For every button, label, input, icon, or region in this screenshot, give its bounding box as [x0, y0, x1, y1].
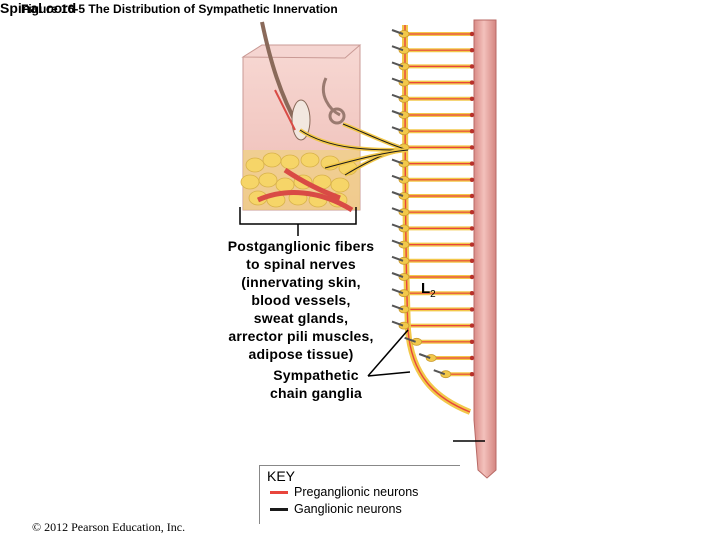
level-number: 2: [430, 289, 436, 300]
gray-ramus: [391, 255, 404, 262]
fat-cell: [300, 152, 320, 168]
chain-ganglion: [398, 289, 410, 298]
ramus-dot: [469, 372, 475, 377]
key-item-preganglionic: Preganglionic neurons: [270, 485, 418, 499]
fat-cell: [280, 154, 300, 170]
key-item-ganglionic: Ganglionic neurons: [270, 502, 402, 516]
gray-ramus: [391, 126, 404, 133]
figure-title: Figure 16-5 The Distribution of Sympathe…: [21, 2, 338, 16]
tissue-bracket: [239, 207, 357, 236]
gray-ramus: [391, 158, 404, 165]
gray-ramus: [433, 369, 446, 376]
fat-cell: [262, 152, 282, 168]
ramus-dot: [469, 80, 475, 85]
ramus-dot: [469, 145, 475, 150]
ramus-dot: [469, 112, 475, 118]
chain-ganglion: [440, 370, 452, 379]
tissue-block: [240, 21, 362, 213]
postganglionic-fibers-label: Postganglionic fibers to spinal nerves (…: [227, 238, 375, 362]
chain-ganglion: [398, 256, 410, 265]
ramus-dot: [469, 355, 475, 361]
ramus-dot: [469, 48, 475, 53]
chain-ganglion: [398, 62, 410, 71]
copyright: © 2012 Pearson Education, Inc.: [32, 520, 186, 534]
ramus-dot: [469, 339, 475, 344]
ramus-dot: [469, 129, 475, 134]
chain-ganglia: [391, 29, 452, 379]
sympathetic-chain-ganglia-label: Sympathetic chain ganglia: [269, 367, 363, 401]
chain-ganglion: [425, 354, 437, 362]
chain-ganglion: [398, 111, 410, 119]
key-item-label: Preganglionic neurons: [294, 485, 419, 499]
ramus-dot: [469, 31, 475, 37]
chain-ganglion: [398, 240, 410, 249]
chain-ganglion: [398, 224, 410, 233]
chain-ganglion: [398, 208, 410, 217]
gray-ramus: [391, 272, 404, 278]
spinal-cord: [473, 19, 497, 479]
ramus-dot: [469, 291, 475, 296]
gray-ramus: [391, 320, 404, 327]
chain-ganglion: [398, 192, 410, 200]
ramus-dot: [469, 96, 475, 102]
gray-ramus: [391, 174, 404, 181]
gray-ramus: [391, 93, 404, 100]
gray-ramus: [391, 207, 404, 214]
chain-ganglion: [398, 127, 410, 136]
level-letter: L: [421, 280, 431, 297]
ramus-dot: [469, 177, 475, 182]
ganglionic-swatch: [270, 508, 288, 512]
ramus-dot: [469, 193, 475, 199]
fat-cell: [240, 174, 260, 190]
chain-ganglion: [398, 273, 410, 281]
ramus-dot: [469, 258, 475, 263]
gray-ramus: [391, 77, 404, 84]
chain-ganglion: [398, 94, 410, 103]
spinal-cord-label: Spinal cord: [0, 0, 77, 16]
chain-rungs: [406, 31, 475, 377]
chain-ganglion: [398, 30, 410, 38]
ramus-dot: [469, 64, 475, 69]
gray-ramus: [418, 353, 431, 359]
fat-cell: [245, 157, 265, 173]
ramus-dot: [469, 242, 475, 247]
key-item-label: Ganglionic neurons: [294, 502, 402, 516]
postganglionic-nerves: [298, 122, 409, 177]
ramus-dot: [469, 323, 475, 328]
gray-ramus: [391, 191, 404, 197]
chain-ganglion: [398, 159, 410, 168]
ramus-dot: [469, 161, 475, 166]
gray-ramus: [391, 304, 404, 311]
key-title: KEY: [267, 468, 296, 484]
gray-ramus: [391, 223, 404, 230]
chain-ganglion: [398, 175, 410, 184]
gray-ramus: [391, 288, 404, 295]
gray-ramus: [404, 336, 416, 343]
ramus-dot: [469, 226, 475, 231]
level-label: L2: [421, 280, 436, 300]
gray-ramus: [391, 61, 404, 68]
fat-cell: [275, 177, 295, 193]
preganglionic-swatch: [270, 491, 288, 495]
fat-cell: [330, 177, 350, 193]
chain-ganglia-leaders: [367, 329, 411, 377]
ramus-dot: [469, 210, 475, 215]
key-box: [259, 465, 460, 524]
chain-ganglion: [398, 321, 410, 330]
chain-ganglion: [411, 337, 423, 346]
gray-ramus: [391, 239, 404, 246]
chain-ganglion: [398, 305, 410, 314]
ramus-dot: [469, 274, 475, 280]
gray-ramus: [391, 29, 404, 35]
chain-ganglion: [398, 46, 410, 55]
ramus-dot: [469, 307, 475, 312]
fat-cell: [258, 172, 278, 188]
chain-ganglion: [398, 78, 410, 87]
gray-ramus: [391, 45, 404, 52]
gray-ramus: [391, 110, 404, 116]
